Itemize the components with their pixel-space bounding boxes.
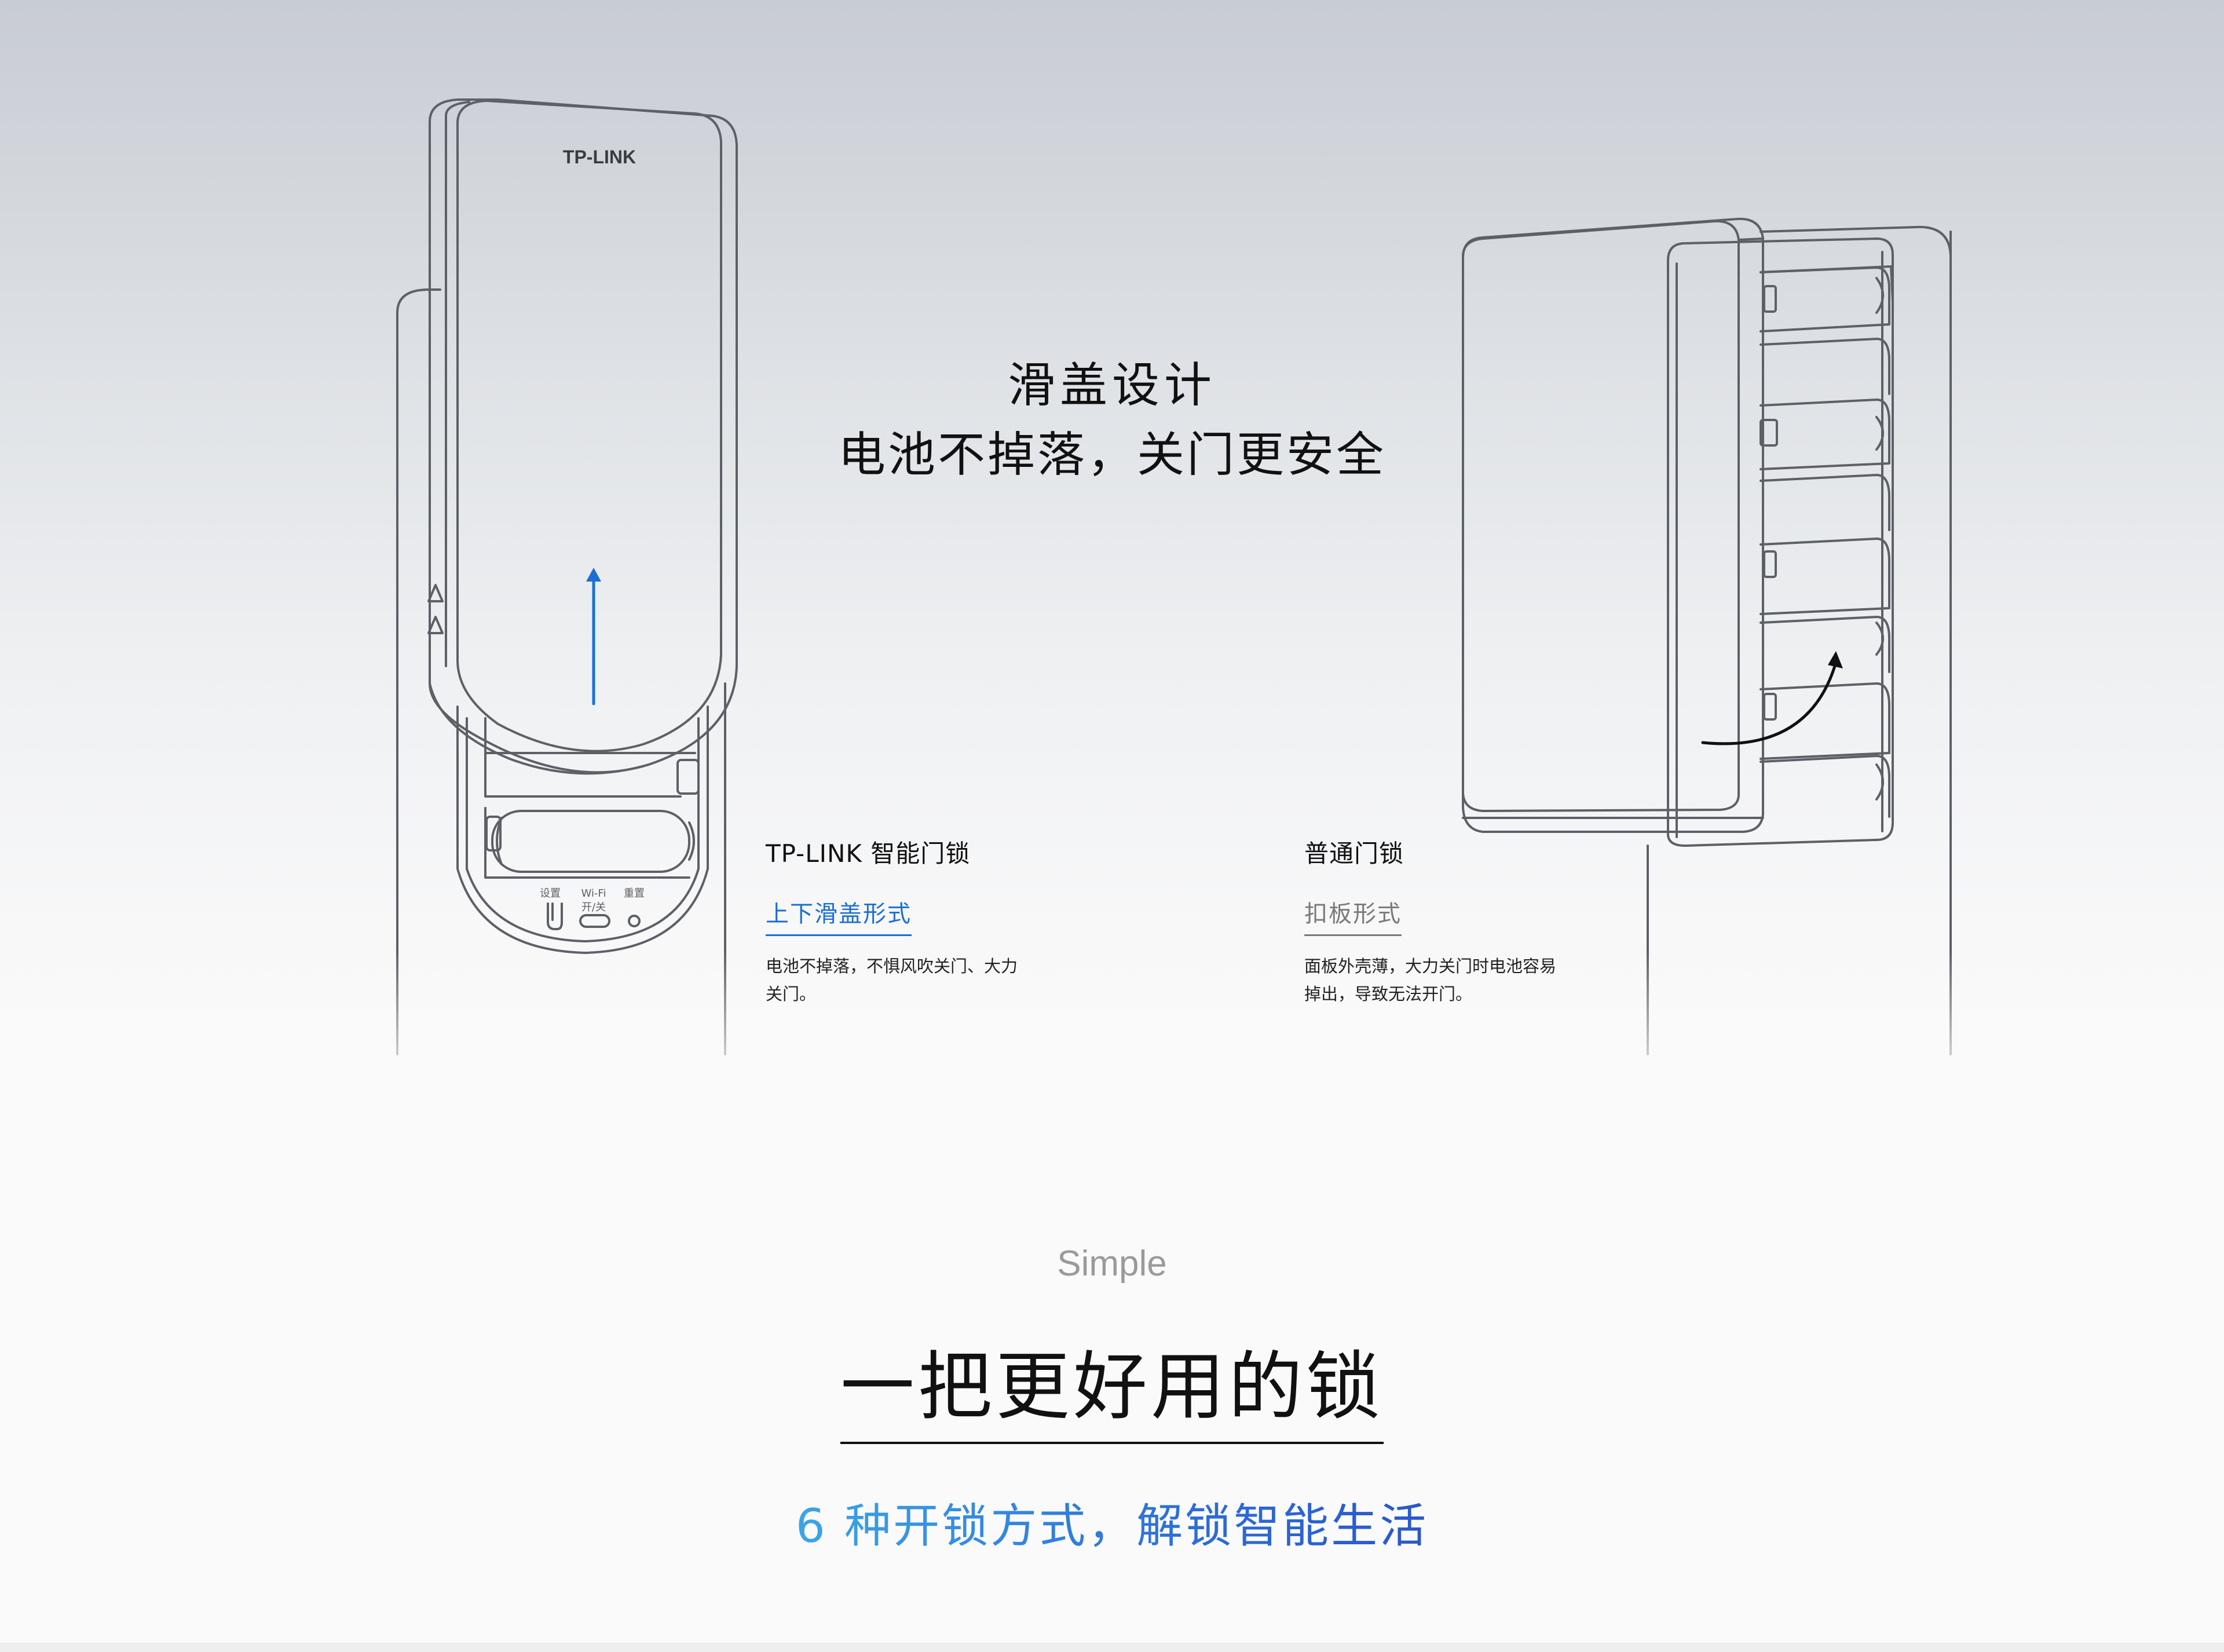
right-battery-rack	[1667, 237, 1894, 847]
tplink-lock-desc: 电池不掉落，不惧风吹关门、大力关门。	[766, 956, 1018, 1004]
left-battery-1-terminal	[676, 759, 700, 795]
left-device-brand: TP-LINK	[563, 147, 636, 167]
wifi-button-sublabel: 开/关	[581, 901, 606, 913]
hero-background	[0, 0, 2224, 1101]
lock-comparison-illustration: TP-LINK 设置 Wi-Fi 开/关 重置	[396, 98, 1952, 1055]
reset-button-label: 重置	[624, 887, 645, 900]
slide-up-arrow	[586, 568, 601, 706]
wifi-button-label: Wi-Fi	[581, 887, 606, 900]
left-battery-2	[491, 810, 690, 873]
left-button-panel	[547, 902, 641, 930]
footer-strip	[0, 1643, 2224, 1652]
ordinary-lock-desc: 面板外壳薄，大力关门时电池容易掉出，导致无法开门。	[1304, 956, 1557, 1004]
left-sliding-cover	[427, 98, 738, 775]
headline-line-1: 滑盖设计	[1007, 358, 1216, 413]
section-subtitle: 6 种开锁方式，解锁智能生活	[795, 1499, 1429, 1553]
tplink-lock-tag: 上下滑盖形式	[766, 895, 912, 936]
ordinary-lock-title: 普通门锁	[1304, 839, 1404, 868]
section-subtitle-wrap: 6 种开锁方式，解锁智能生活	[0, 1489, 2224, 1556]
settings-button-label: 设置	[540, 887, 561, 900]
tplink-lock-column: TP-LINK 智能门锁 上下滑盖形式 电池不掉落，不惧风吹关门、大力关门。	[766, 834, 1113, 1008]
tplink-lock-title: TP-LINK 智能门锁	[766, 839, 971, 868]
hero-fade	[0, 950, 2224, 1101]
ordinary-lock-tag: 扣板形式	[1304, 895, 1402, 936]
flip-open-arrow	[1701, 651, 1843, 745]
right-batteries	[1760, 266, 1890, 818]
section-eyebrow: Simple	[1057, 1244, 1167, 1284]
section-title: 一把更好用的锁	[840, 1326, 1384, 1444]
right-snap-cover	[1462, 217, 1764, 833]
headline-line-2: 电池不掉落，关门更安全	[837, 427, 1386, 483]
section-title-wrap: 一把更好用的锁	[0, 1326, 2224, 1444]
ordinary-lock-column: 普通门锁 扣板形式 面板外壳薄，大力关门时电池容易掉出，导致无法开门。	[1304, 834, 1652, 1008]
